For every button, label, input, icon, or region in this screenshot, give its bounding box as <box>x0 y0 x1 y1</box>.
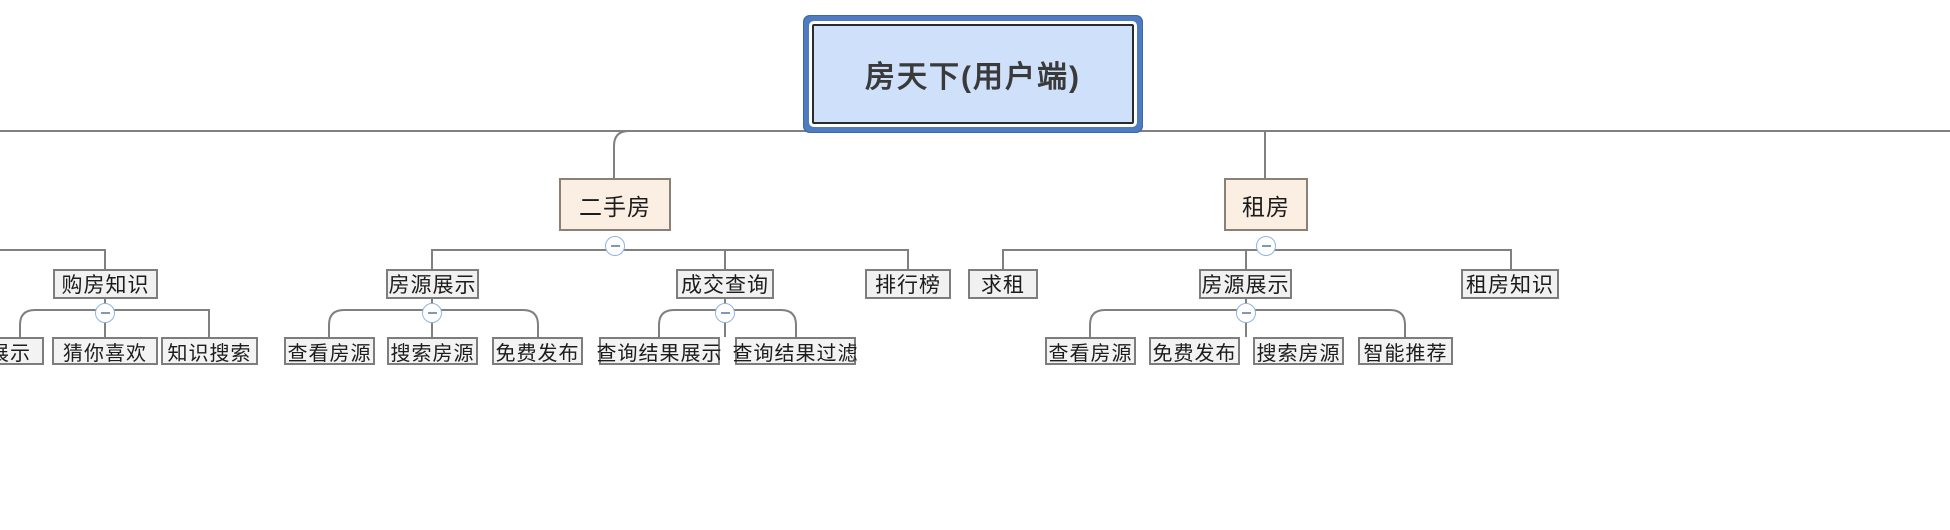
collapse-toggle-fangyuanzhanshi-ershoufang[interactable] <box>422 303 442 323</box>
node-fangyuanzhanshi-ershoufang[interactable]: 房源展示 <box>386 269 479 299</box>
node-chakanfangyuan-zufang[interactable]: 查看房源 <box>1045 337 1136 365</box>
collapse-toggle-chengjiaochaxun[interactable] <box>715 303 735 323</box>
node-zhinengtuijian[interactable]: 智能推荐 <box>1358 337 1453 365</box>
minus-icon <box>100 312 110 314</box>
node-fangyuanzhanshi-zufang[interactable]: 房源展示 <box>1199 269 1292 299</box>
node-zhanshi-clipped[interactable]: 展示 <box>0 337 44 365</box>
node-chakanfangyuan-ershoufang[interactable]: 查看房源 <box>284 337 375 365</box>
minus-icon <box>720 312 730 314</box>
node-mianfeifabu-zufang[interactable]: 免费发布 <box>1149 337 1240 365</box>
node-sousuofangyuan-zufang[interactable]: 搜索房源 <box>1253 337 1344 365</box>
node-chaxunjieguozhanshi[interactable]: 查询结果展示 <box>597 337 722 365</box>
node-zufang[interactable]: 租房 <box>1224 178 1308 231</box>
minus-icon <box>1261 245 1271 247</box>
minus-icon <box>1241 312 1251 314</box>
node-zufangzhishi[interactable]: 租房知识 <box>1461 269 1559 299</box>
node-root[interactable]: 房天下(用户端) <box>812 24 1134 124</box>
collapse-toggle-fangyuanzhanshi-zufang[interactable] <box>1236 303 1256 323</box>
node-mianfeifabu-ershoufang[interactable]: 免费发布 <box>492 337 583 365</box>
collapse-toggle-ershoufang[interactable] <box>605 236 625 256</box>
node-chengjiaochaxun[interactable]: 成交查询 <box>676 269 774 299</box>
collapse-toggle-goufangzhishi[interactable] <box>95 303 115 323</box>
minus-icon <box>427 312 437 314</box>
node-qiuzu[interactable]: 求租 <box>968 269 1038 299</box>
node-sousuofangyuan-ershoufang[interactable]: 搜索房源 <box>387 337 478 365</box>
node-chaxunjieguoguolv[interactable]: 查询结果过滤 <box>733 337 858 365</box>
node-zhishisousuo[interactable]: 知识搜索 <box>161 337 258 365</box>
node-goufangzhishi[interactable]: 购房知识 <box>53 269 158 299</box>
node-cainixihuan[interactable]: 猜你喜欢 <box>52 337 158 365</box>
collapse-toggle-zufang[interactable] <box>1256 236 1276 256</box>
node-ershoufang[interactable]: 二手房 <box>559 178 671 231</box>
minus-icon <box>610 245 620 247</box>
node-paihangbang[interactable]: 排行榜 <box>865 269 951 299</box>
